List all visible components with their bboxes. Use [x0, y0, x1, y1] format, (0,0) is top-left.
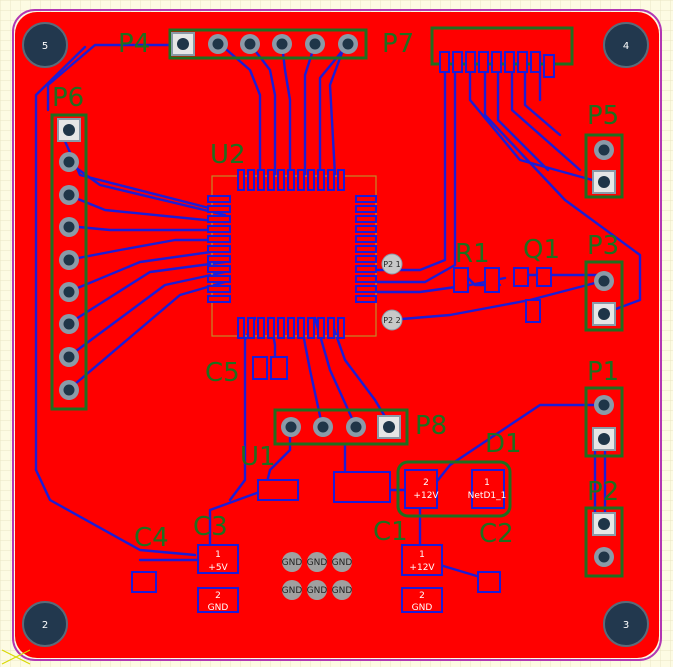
gnd-via-label: GND — [332, 586, 353, 596]
p6-outline — [50, 113, 88, 411]
gnd-via-label: GND — [332, 558, 353, 568]
d1-pin2-net: +12V — [413, 491, 439, 501]
designator-p6[interactable]: P6 — [52, 83, 84, 113]
p5-outline — [584, 133, 624, 199]
designator-c3[interactable]: C3 — [193, 512, 228, 542]
designator-p1[interactable]: P1 — [587, 357, 619, 387]
d1-outline — [396, 460, 512, 518]
c1-pin2-net: GND — [412, 603, 433, 613]
p1-pins — [592, 395, 616, 451]
c1-pin2-number: 2 — [419, 591, 425, 601]
designator-p2[interactable]: P2 — [587, 477, 619, 507]
designator-p3[interactable]: P3 — [587, 231, 619, 261]
p2-vias[interactable]: P2 1 P2 2 — [381, 253, 403, 331]
d1-pin1-number: 1 — [484, 478, 490, 488]
via-label: P2 2 — [383, 316, 401, 325]
designator-c5[interactable]: C5 — [205, 358, 240, 388]
p5-pins — [592, 140, 616, 194]
cursor-corner-marker — [1, 649, 31, 665]
c3-pin1-net: +5V — [208, 563, 228, 573]
gnd-via-label: GND — [282, 558, 303, 568]
designator-r1[interactable]: R1 — [455, 239, 490, 269]
p4-pins — [171, 32, 358, 56]
p2-outline — [584, 506, 624, 578]
p3-outline — [584, 260, 624, 332]
mounting-hole-2[interactable]: 2 — [22, 601, 68, 647]
p8-pins — [281, 415, 401, 439]
designator-p7[interactable]: P7 — [382, 29, 414, 59]
designator-u2[interactable]: U2 — [210, 140, 246, 170]
c1-pin1-net: +12V — [409, 563, 435, 573]
designator-d1[interactable]: D1 — [485, 429, 522, 459]
gnd-via-label: GND — [307, 586, 328, 596]
designator-labels: P4 P7 P6 U2 P5 R1 Q1 P3 C5 P1 P8 D1 U1 P… — [52, 29, 619, 553]
gnd-via-label: GND — [282, 586, 303, 596]
designator-p8[interactable]: P8 — [415, 411, 447, 441]
via-label: P2 1 — [383, 260, 401, 269]
gnd-via-array[interactable]: GND GND GND GND GND GND — [282, 552, 353, 600]
p2-pins — [592, 512, 616, 567]
designator-p5[interactable]: P5 — [587, 101, 619, 131]
mounting-hole-5[interactable]: 5 — [22, 22, 68, 68]
board-outline — [12, 9, 662, 661]
c1-pin1-number: 1 — [419, 550, 425, 560]
c3-pin1-number: 1 — [215, 550, 221, 560]
designator-c2[interactable]: C2 — [479, 519, 514, 549]
p3-pins — [592, 271, 616, 326]
mounting-hole-label: 5 — [42, 41, 48, 52]
mounting-hole-3[interactable]: 3 — [603, 601, 649, 647]
gnd-via-label: GND — [307, 558, 328, 568]
designator-q1[interactable]: Q1 — [523, 235, 560, 265]
designator-p4[interactable]: P4 — [118, 29, 150, 59]
mounting-hole-label: 3 — [623, 620, 629, 631]
designator-c4[interactable]: C4 — [134, 523, 169, 553]
d1-pin2-number: 2 — [423, 478, 429, 488]
smd-pads[interactable] — [131, 51, 555, 613]
designator-u1[interactable]: U1 — [240, 442, 276, 472]
p6-pins — [57, 118, 81, 400]
mounting-hole-label: 2 — [42, 620, 48, 631]
c3-pin2-number: 2 — [215, 591, 221, 601]
p4-outline — [168, 28, 368, 60]
mounting-hole-4[interactable]: 4 — [603, 22, 649, 68]
p1-outline — [584, 386, 624, 458]
p8-outline — [273, 408, 409, 446]
mounting-hole-label: 4 — [623, 41, 629, 52]
d1-pin1-net: NetD1_1 — [468, 491, 507, 501]
silkscreen-outlines — [50, 26, 624, 578]
c3-pin2-net: GND — [208, 603, 229, 613]
pad-net-labels: 1 +5V 2 GND 1 +12V 2 GND 2 +12V 1 NetD1_… — [208, 478, 507, 613]
designator-c1[interactable]: C1 — [373, 517, 408, 547]
through-hole-pads[interactable] — [57, 32, 616, 567]
